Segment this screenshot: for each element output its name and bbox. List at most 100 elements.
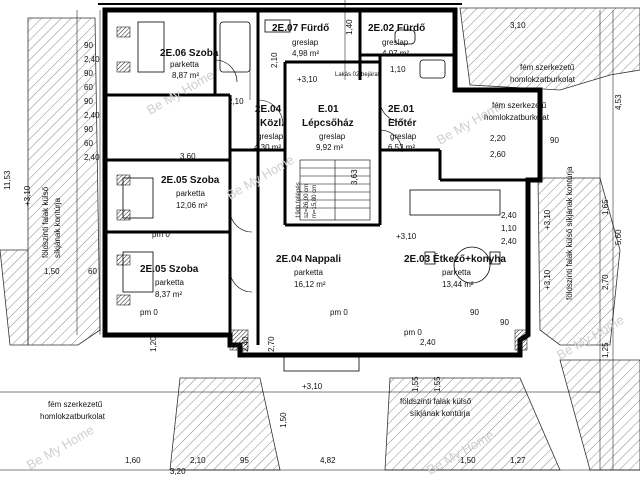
level-markers: +3,10 +3,10 +3,10 pm 0 pm 0 pm 0 pm 0 +3… xyxy=(23,75,552,391)
dim: 4,82 xyxy=(320,456,336,465)
facade-note-6: homlokzatburkolat xyxy=(40,412,106,421)
room-area: 8,37 m² xyxy=(155,290,182,299)
room-E01: E.01 Lépcsőház greslap 9,92 m² xyxy=(302,104,354,152)
interior-walls xyxy=(105,10,528,345)
room-area: 16,12 m² xyxy=(294,280,326,289)
room-name: E.01 xyxy=(318,104,339,115)
dim: 1,50 xyxy=(460,456,476,465)
dim: 1,60 xyxy=(125,456,141,465)
room-2E01: 2E.01 Előtér greslap 6,53 m² xyxy=(388,104,417,152)
level-mark: pm 0 xyxy=(152,230,170,239)
stair-note-riser: m=15,80 cm xyxy=(312,185,318,218)
stair-note-tread: sz=26,00 cm xyxy=(304,184,310,218)
room-2E02: 2E.02 Fürdő greslap 4,07 m² xyxy=(368,23,425,58)
room-name: 2E.04 Nappali xyxy=(276,254,341,265)
dim: 2,70 xyxy=(267,336,276,352)
room-area: 4,07 m² xyxy=(382,49,409,58)
room-area: 8,87 m² xyxy=(172,71,199,80)
dim: 90 xyxy=(500,318,509,327)
room-2E04-nappali: 2E.04 Nappali parketta 16,12 m² xyxy=(276,254,341,289)
contour-note-1: földszinti falak külső xyxy=(400,397,472,406)
level-mark: +3,10 xyxy=(302,382,323,391)
level-mark: +3,10 xyxy=(543,209,552,230)
dim: 95 xyxy=(240,456,249,465)
dim: 1,40 xyxy=(345,19,354,35)
dim: 5,60 xyxy=(614,229,623,245)
room-area: 4,30 m² xyxy=(254,143,281,152)
room-floor: greslap xyxy=(319,132,346,141)
dim: 3,20 xyxy=(170,467,186,476)
room-floor: parketta xyxy=(294,268,323,277)
room-name-2: Lépcsőház xyxy=(302,118,354,129)
room-floor: greslap xyxy=(390,132,417,141)
dim: 2,40 xyxy=(241,336,250,352)
annotations: fém szerkezetű homlokzatburkolat fém sze… xyxy=(40,63,576,421)
dim: 90 xyxy=(470,308,479,317)
room-name: 2E.03 Étkező+konyha xyxy=(404,252,506,265)
room-name: 2E.07 Fürdő xyxy=(272,23,329,34)
dim: 3,10 xyxy=(510,21,526,30)
contour-note-3: földszinti falak külső xyxy=(41,186,50,258)
dim: 2,40 xyxy=(501,211,517,220)
level-mark: +3,10 xyxy=(297,75,318,84)
staircase xyxy=(299,159,371,221)
contour-note-4: síkjának kontúrja xyxy=(53,197,62,258)
dim: 1,25 xyxy=(601,342,610,358)
room-2E05-b: 2E.05 Szoba parketta 8,37 m² xyxy=(140,264,199,299)
room-2E03-etkezo: 2E.03 Étkező+konyha parketta 13,44 m² xyxy=(404,252,506,289)
facade-note-4: homlokzatburkolat xyxy=(484,113,550,122)
dim: 2,70 xyxy=(601,274,610,290)
doors xyxy=(214,59,403,293)
room-floor: parketta xyxy=(176,189,205,198)
dim: 90 xyxy=(84,41,93,50)
dim: 2,40 xyxy=(84,55,100,64)
dim: 1,10 xyxy=(390,65,406,74)
dim: 2,10 xyxy=(228,97,244,106)
level-mark: +3,10 xyxy=(543,269,552,290)
room-area: 13,44 m² xyxy=(442,280,474,289)
dim: 90 xyxy=(550,136,559,145)
room-floor: greslap xyxy=(292,38,319,47)
room-floor: parketta xyxy=(442,268,471,277)
room-2E06: 2E.06 Szoba parketta 8,87 m² xyxy=(160,48,219,80)
room-floor: parketta xyxy=(170,60,199,69)
room-name: 2E.01 xyxy=(388,104,415,115)
dim: 1,10 xyxy=(501,224,517,233)
room-area: 6,53 m² xyxy=(388,143,415,152)
dim: 1,50 xyxy=(279,412,288,428)
dimension-labels: 90 2,40 90 60 90 2,40 90 60 2,40 3,60 1,… xyxy=(3,19,623,476)
dim: 2,40 xyxy=(84,153,100,162)
room-name-2: Közl. xyxy=(260,118,284,129)
dim: 2,40 xyxy=(420,338,436,347)
dim: 60 xyxy=(84,83,93,92)
facade-note-3: fém szerkezetű xyxy=(492,101,547,110)
room-area: 9,92 m² xyxy=(316,143,343,152)
dim: 1,27 xyxy=(510,456,526,465)
dim: 90 xyxy=(84,125,93,134)
room-name-2: Előtér xyxy=(388,118,416,129)
dim: 2,40 xyxy=(501,237,517,246)
room-area: 12,06 m² xyxy=(176,201,208,210)
fixtures xyxy=(122,19,501,372)
level-mark: pm 0 xyxy=(404,328,422,337)
room-2E07: 2E.07 Fürdő greslap 4,98 m² xyxy=(272,23,329,58)
room-2E05-a: 2E.05 Szoba parketta 12,06 m² xyxy=(161,175,220,210)
level-mark: pm 0 xyxy=(140,308,158,317)
dim: 1,50 xyxy=(44,267,60,276)
stair-note-steps: 19db fellépés xyxy=(296,182,302,218)
room-name: 2E.06 Szoba xyxy=(160,48,219,59)
room-area: 4,98 m² xyxy=(292,49,319,58)
dim: 2,10 xyxy=(190,456,206,465)
level-mark: pm 0 xyxy=(330,308,348,317)
dim: 1,55 xyxy=(411,376,420,392)
level-mark: +3,10 xyxy=(23,185,32,206)
room-2E04-kozl: 2E.04 Közl. greslap 4,30 m² xyxy=(254,104,284,152)
dim: 90 xyxy=(84,97,93,106)
room-name: 2E.02 Fürdő xyxy=(368,23,425,34)
room-name: 2E.05 Szoba xyxy=(140,264,199,275)
dim: 3,63 xyxy=(350,169,359,185)
room-name: 2E.04 xyxy=(255,104,282,115)
dim: 3,60 xyxy=(180,152,196,161)
